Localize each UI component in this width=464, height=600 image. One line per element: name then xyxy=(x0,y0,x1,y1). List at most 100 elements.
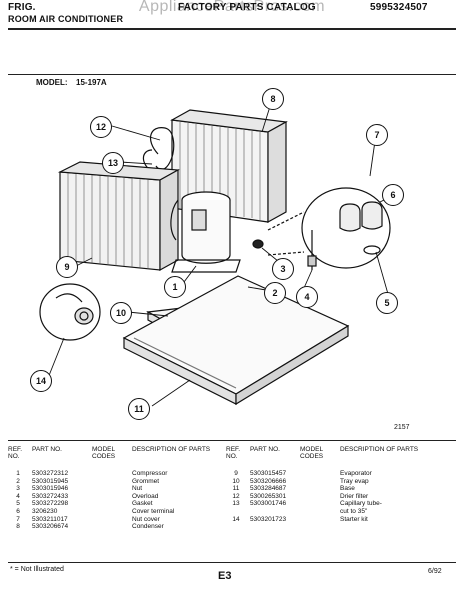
table-row: 1 5303272312 Compressor xyxy=(8,470,233,478)
table-row: 7 5303211017 Nut cover xyxy=(8,516,233,524)
ref-no: 2 xyxy=(16,477,20,485)
table-row: 5 5303272298 Gasket xyxy=(8,500,233,508)
part-desc: Condenser xyxy=(132,523,164,531)
table-row: 6 3206230 Cover terminal xyxy=(8,508,233,516)
table-row: cut to 35" xyxy=(226,508,456,516)
part-desc: Base xyxy=(340,485,355,493)
part-no: 5303272298 xyxy=(32,500,69,508)
callout-3[interactable]: 3 xyxy=(272,258,294,280)
callout-9[interactable]: 9 xyxy=(56,256,78,278)
table-row: 13 5303001746 Capillary tube- xyxy=(226,500,456,508)
ref-no: 5 xyxy=(16,500,20,508)
callout-11[interactable]: 11 xyxy=(128,398,150,420)
part-desc: Drier filter xyxy=(340,492,369,500)
base-drawing xyxy=(122,275,350,406)
header-model: MODEL CODES xyxy=(300,446,324,460)
part-no xyxy=(246,508,340,516)
ref-no: 3 xyxy=(16,485,20,493)
exploded-parts-diagram xyxy=(39,99,397,407)
part-no: 5300265301 xyxy=(250,492,287,500)
part-no: 5303211017 xyxy=(32,515,68,523)
table-row: 2 5303015945 Grommet xyxy=(8,478,233,486)
part-no: 5303206674 xyxy=(32,523,69,531)
catalog-title: FACTORY PARTS CATALOG xyxy=(178,2,316,13)
part-no: 5303015945 xyxy=(32,477,69,485)
table-row: 9 5303015457 Evaporator xyxy=(226,470,456,478)
part-desc: Cover terminal xyxy=(132,507,175,515)
ref-no: 8 xyxy=(16,523,20,531)
header-part: PART NO. xyxy=(250,446,280,453)
ref-no: 4 xyxy=(16,492,20,500)
table-header-right: REF. NO. PART NO. MODEL CODES DESCRIPTIO… xyxy=(226,446,456,460)
callout-6[interactable]: 6 xyxy=(382,184,404,206)
table-row: 11 5303284687 Base xyxy=(226,485,456,493)
callout-7[interactable]: 7 xyxy=(366,124,388,146)
callout-12[interactable]: 12 xyxy=(90,116,112,138)
catalog-number: 5995324507 xyxy=(370,2,428,13)
ref-no: 9 xyxy=(234,470,238,477)
ref-no: 11 xyxy=(232,485,240,493)
table-header-left: REF. NO. PART NO. MODEL CODES DESCRIPTIO… xyxy=(8,446,233,460)
part-no: 5303001746 xyxy=(250,500,287,508)
header-desc: DESCRIPTION OF PARTS xyxy=(340,446,419,453)
part-no: 3206230 xyxy=(32,507,58,515)
part-desc: Evaporator xyxy=(340,470,372,477)
callout-1[interactable]: 1 xyxy=(164,276,186,298)
table-row: 4 5303272433 Overload xyxy=(8,493,233,501)
callout-13[interactable]: 13 xyxy=(102,152,124,174)
table-row: 10 5303206666 Tray evap xyxy=(226,478,456,486)
header-desc: DESCRIPTION OF PARTS xyxy=(132,446,211,453)
evaporator-drawing xyxy=(57,161,181,272)
table-row: 14 5303201723 Starter kit xyxy=(226,516,456,524)
ref-no: 7 xyxy=(16,515,20,523)
part-desc: Nut xyxy=(132,485,143,493)
callout-4[interactable]: 4 xyxy=(296,286,318,308)
part-desc: Overload xyxy=(132,492,159,500)
header-part: PART NO. xyxy=(32,446,62,453)
part-no: 5303272312 xyxy=(32,470,69,477)
callout-2[interactable]: 2 xyxy=(264,282,286,304)
revision-date: 6/92 xyxy=(428,568,442,575)
ref-no: 12 xyxy=(232,492,240,500)
ref-no: 14 xyxy=(232,515,240,523)
table-row: 3 5303015946 Nut xyxy=(8,485,233,493)
header-ref: REF. NO. xyxy=(8,446,23,460)
header-rule xyxy=(8,28,456,30)
ref-no: 10 xyxy=(232,477,240,485)
callout-14[interactable]: 14 xyxy=(30,370,52,392)
table-bottom-rule xyxy=(8,562,456,563)
part-desc: Tray evap xyxy=(340,477,369,485)
part-no: 5303015946 xyxy=(32,485,69,493)
part-desc: Grommet xyxy=(132,477,160,485)
table-top-rule xyxy=(8,440,456,441)
page-number: E3 xyxy=(218,570,232,582)
compressor-drawing xyxy=(170,191,241,273)
part-no: 5303272433 xyxy=(32,492,69,500)
part-desc: Capillary tube- xyxy=(340,500,382,508)
ref-no: 6 xyxy=(16,507,20,515)
parts-table-right: REF. NO. PART NO. MODEL CODES DESCRIPTIO… xyxy=(226,446,456,523)
ref-no: 1 xyxy=(16,470,20,477)
part-desc: cut to 35" xyxy=(340,507,368,515)
part-no: 5303201723 xyxy=(250,515,287,523)
diagram-code: 2157 xyxy=(394,424,410,431)
model-label: MODEL: xyxy=(36,78,68,87)
table-row: 8 5303206674 Condenser xyxy=(8,523,233,531)
part-no: 5303206666 xyxy=(250,477,287,485)
part-desc: Nut cover xyxy=(132,515,160,523)
parts-table-left: REF. NO. PART NO. MODEL CODES DESCRIPTIO… xyxy=(8,446,233,531)
header-model: MODEL CODES xyxy=(92,446,116,460)
product-line: ROOM AIR CONDITIONER xyxy=(8,14,124,24)
table-row: 12 5300265301 Drier filter xyxy=(226,493,456,501)
callout-5[interactable]: 5 xyxy=(376,292,398,314)
callout-10[interactable]: 10 xyxy=(110,302,132,324)
header-ref: REF. NO. xyxy=(226,446,241,460)
watermark: AppliancePartsPros.com xyxy=(138,0,326,15)
brand-line: FRIG. xyxy=(8,2,36,13)
part-no: 5303284687 xyxy=(250,485,287,493)
part-no: 5303015457 xyxy=(250,470,287,477)
callout-8[interactable]: 8 xyxy=(262,88,284,110)
model-rule xyxy=(8,74,456,75)
model-number: 15-197A xyxy=(76,78,107,87)
footnote: * = Not Illustrated xyxy=(10,566,64,573)
